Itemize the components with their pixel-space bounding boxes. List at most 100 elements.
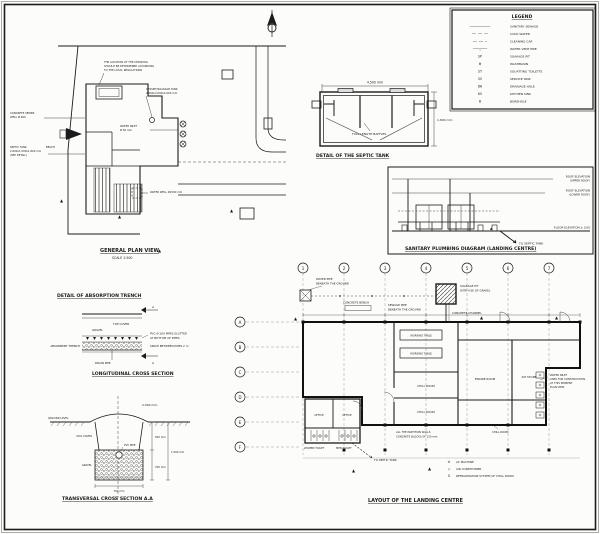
engine-room-label: ENGINE ROOM [475,377,496,381]
to-septic-label: TO SEPTIC TANK [373,458,397,462]
legend-symbol: KS [478,92,482,96]
legend-symbol: ── ── ── [471,32,489,36]
dim-700: 700 mm [155,465,166,469]
ice-store-label: ICE STORE [522,375,537,379]
water-inlet-note-line: AT THIS MOMENT [550,381,573,385]
roof-upper-label: ROOF ELEVATION [566,175,590,179]
men-toilet-label: MEN TOILET [336,446,352,450]
top-cover-label: TOP COVER [112,322,129,326]
absorption-title: DETAIL OF ABSORPTION TRENCH [57,293,142,299]
sewer-well-label: WELL Ø 600 [10,114,26,119]
legend-label: COLD WATER [510,32,530,36]
office-label: OFFICE [314,413,324,417]
section-letter: A [152,361,155,365]
septic-tank-detail: 4,500 mm FULL LENGTH BAFFLES 1,800 mm DE… [311,81,452,159]
section-marker: ▲ [352,468,356,473]
north-arrow-icon [267,10,277,37]
cesspit-label: 2,000x2,000x2,000 mm [146,91,178,95]
ac-machine-label: AC MACHINE [456,460,474,464]
beach-label: BEACH [46,145,55,149]
legend-symbol: ── ── ⌐ [472,40,487,44]
grid-col-label: 2 [343,266,346,271]
legend-symbol: B [479,100,481,104]
grid-row-label: B [239,345,242,350]
septic-dim-right: 1,800 mm [437,118,452,122]
septic-tank-label: SEPTIC TANK [10,145,27,149]
legend-label: WASHBASIN [510,62,528,66]
pipe-note: SPACE BETWEEN PIPES 2 m [150,344,189,348]
chill-room-label: CHILL ROOM [417,384,435,388]
general-plan-view: ▲ ▲ ▲ THE LOCATION OF THE CESSPOOL SHOUL… [10,45,286,260]
office-label: OFFICE [342,413,352,417]
legend-box: LEGEND ────────── SANITARY SEWAGE ── ── … [449,7,596,112]
legend-label: SOAKAGE PIT [510,55,530,59]
cesspool-note: THE LOCATION OF THE CESSPOOL [104,60,149,64]
refrigeration-label: REFRIGERATION SYSTEM OF CHILL ROOM [456,474,514,478]
legend-label: DRAINAGE HOLE [510,85,535,89]
air-conditioner-symbol: ◇ [448,467,451,471]
section-letter: A [152,305,155,309]
structural-columns [301,320,582,452]
water-pipe-note: BENEATH THE GROUND [316,282,349,286]
sanitary-plumbing-diagram: ROOF ELEVATION (UPPER ROOF) ROOF ELEVATI… [387,166,594,255]
roof-lower-label: (LOWER ROOF) [569,193,590,197]
water-inlet-label: Ø 50 mm [120,127,133,132]
water-pipe-note: WATER PIPE [316,277,333,281]
legend-label: CLEANING CAP [510,40,533,44]
pipe-note: AT BOTTOM OF PIPES [150,336,180,340]
drain-label: DRAIN PIPE [95,361,111,365]
section-marker: ▲ [480,315,484,320]
toilet-icons [312,434,356,438]
legend-title: LEGEND [512,14,533,20]
legend-rows: ────────── SANITARY SEWAGE ── ── ── COLD… [469,25,543,104]
layout-title: LAYOUT OF THE LANDING CENTRE [368,498,463,504]
grid-col-label: 3 [384,266,387,271]
section-marker: ▲ [490,227,493,231]
legend-symbol: SS [478,77,482,81]
floor-elevation-label: FLOOR ELEVATION ± 0.00 [554,226,590,230]
concrete-bench-note: CONCRETE BENCH [343,301,369,305]
grid-row-label: C [239,370,242,375]
legend-label: BOREHOLE [510,100,527,104]
dim-1500: 1,500 mm [171,450,185,454]
baffles-label: FULL LENGTH BAFFLES [352,132,386,136]
cesspool-note: SHOULD BE DETERMINED ACCORDING [104,64,154,68]
section-marker: ▲ [230,208,234,213]
water-inlet-note-line: PLAN VIEW [550,385,565,389]
ground-hatch [50,421,189,427]
grid-row-label: F [239,445,242,450]
absorption-trench-detail: DETAIL OF ABSORPTION TRENCH A A TOP COVE… [50,293,188,377]
landing-centre-layout: 1 2 3 4 5 6 7 A B C D [234,262,585,504]
legend-symbol: SP [478,55,482,59]
legend-label: SQUATTING TOILETTE [510,70,543,74]
to-septic-label: TO SEPTIC TANK [518,242,544,246]
cesspit-label: CESSPIT/SOAKAGE TANK [146,87,178,91]
septic-detail-title: DETAIL OF THE SEPTIC TANK [316,153,390,159]
refrigeration-symbol: S [448,474,450,478]
grid-row-label: D [238,395,241,400]
wash-fixtures [535,371,545,419]
section-marker: ▲ [294,316,298,321]
grid-col-label: 6 [507,266,510,271]
concrete-channel-note: CONCRETE CHANNEL [452,311,482,315]
cesspool-note: TO THE LOCAL REGULATIONS [104,68,142,72]
water-inlet-note-line: WATER INLET [550,373,568,377]
working-table-label: WORKING TABLE [410,334,432,338]
gravel-label: GRAVEL [82,463,93,467]
grid-col-label: 5 [466,266,469,271]
soakage-pit-note: SOAKAGE PIT [460,284,479,288]
layout-top-annotations: WATER PIPE BENEATH THE GROUND CONCRETE B… [299,277,491,322]
grid-row-label: E [239,420,242,425]
chill-room-label: CHILL ROOM [417,410,435,414]
legend-symbol: ST [478,70,482,74]
septic-tank-label: (SEE DETAIL) [10,153,27,157]
transversal-cross-section: 2,000 mm GROUND LEVEL SOIL COVER GRAVEL … [48,396,190,502]
sewage-pipe-note: SEWAGE PIPE [388,303,407,307]
chill-room-note: CHILL ROOM [492,430,508,434]
absorbent-label: ABSORBENT TRENCH [50,344,80,348]
title-marker: ▲ [158,248,162,253]
water-inlet-label: WATER INLET [120,124,138,128]
grid-row-label: A [239,320,242,325]
dim-700b: 700 mm [114,489,125,493]
